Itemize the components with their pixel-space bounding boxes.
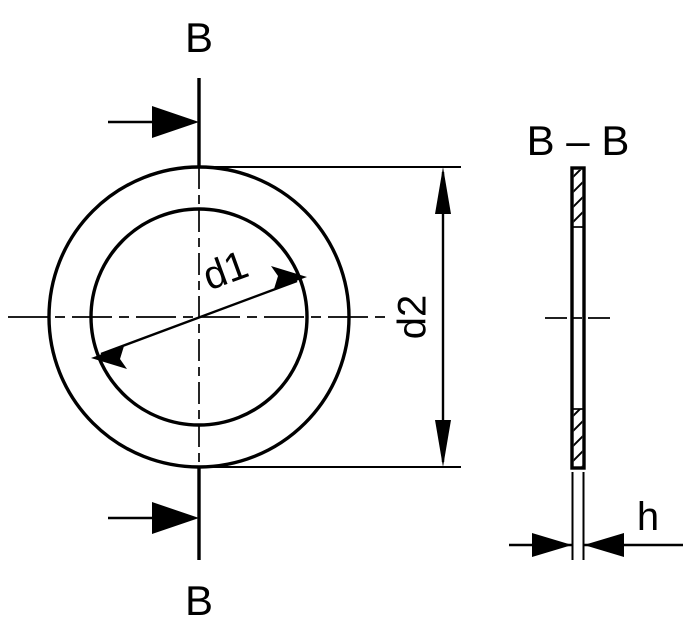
- section-mark-bottom-label: B: [185, 577, 213, 624]
- section-arrow-bottom-head: [152, 502, 199, 534]
- d1-dimension-line: [100, 279, 298, 356]
- inner-circle: [89, 207, 309, 427]
- section-hatch-top: [572, 169, 584, 228]
- h-label: h: [637, 495, 659, 539]
- section-arrow-top-head: [152, 106, 199, 138]
- d2-label: d2: [391, 295, 435, 340]
- section-view-title: B – B: [527, 117, 630, 164]
- h-arrowhead-left: [532, 533, 572, 557]
- section-view-group: B – B: [527, 117, 630, 470]
- d1-label: d1: [197, 243, 254, 300]
- section-mark-top-label: B: [185, 14, 213, 61]
- d2-arrowhead-bottom: [435, 420, 451, 467]
- d2-arrowhead-top: [435, 167, 451, 214]
- h-dimension: h: [509, 472, 683, 560]
- d1-arrowhead-left: [91, 346, 127, 369]
- d2-dimension: d2: [199, 166, 461, 468]
- section-arrow-bottom: [108, 502, 199, 534]
- h-arrowhead-right: [584, 533, 624, 557]
- d1-arrowhead-right: [271, 266, 307, 289]
- section-body-rect: [570, 166, 586, 470]
- front-view-group: d1 B B: [8, 14, 390, 624]
- section-hatch-bottom: [572, 408, 584, 467]
- section-arrow-top: [108, 106, 199, 138]
